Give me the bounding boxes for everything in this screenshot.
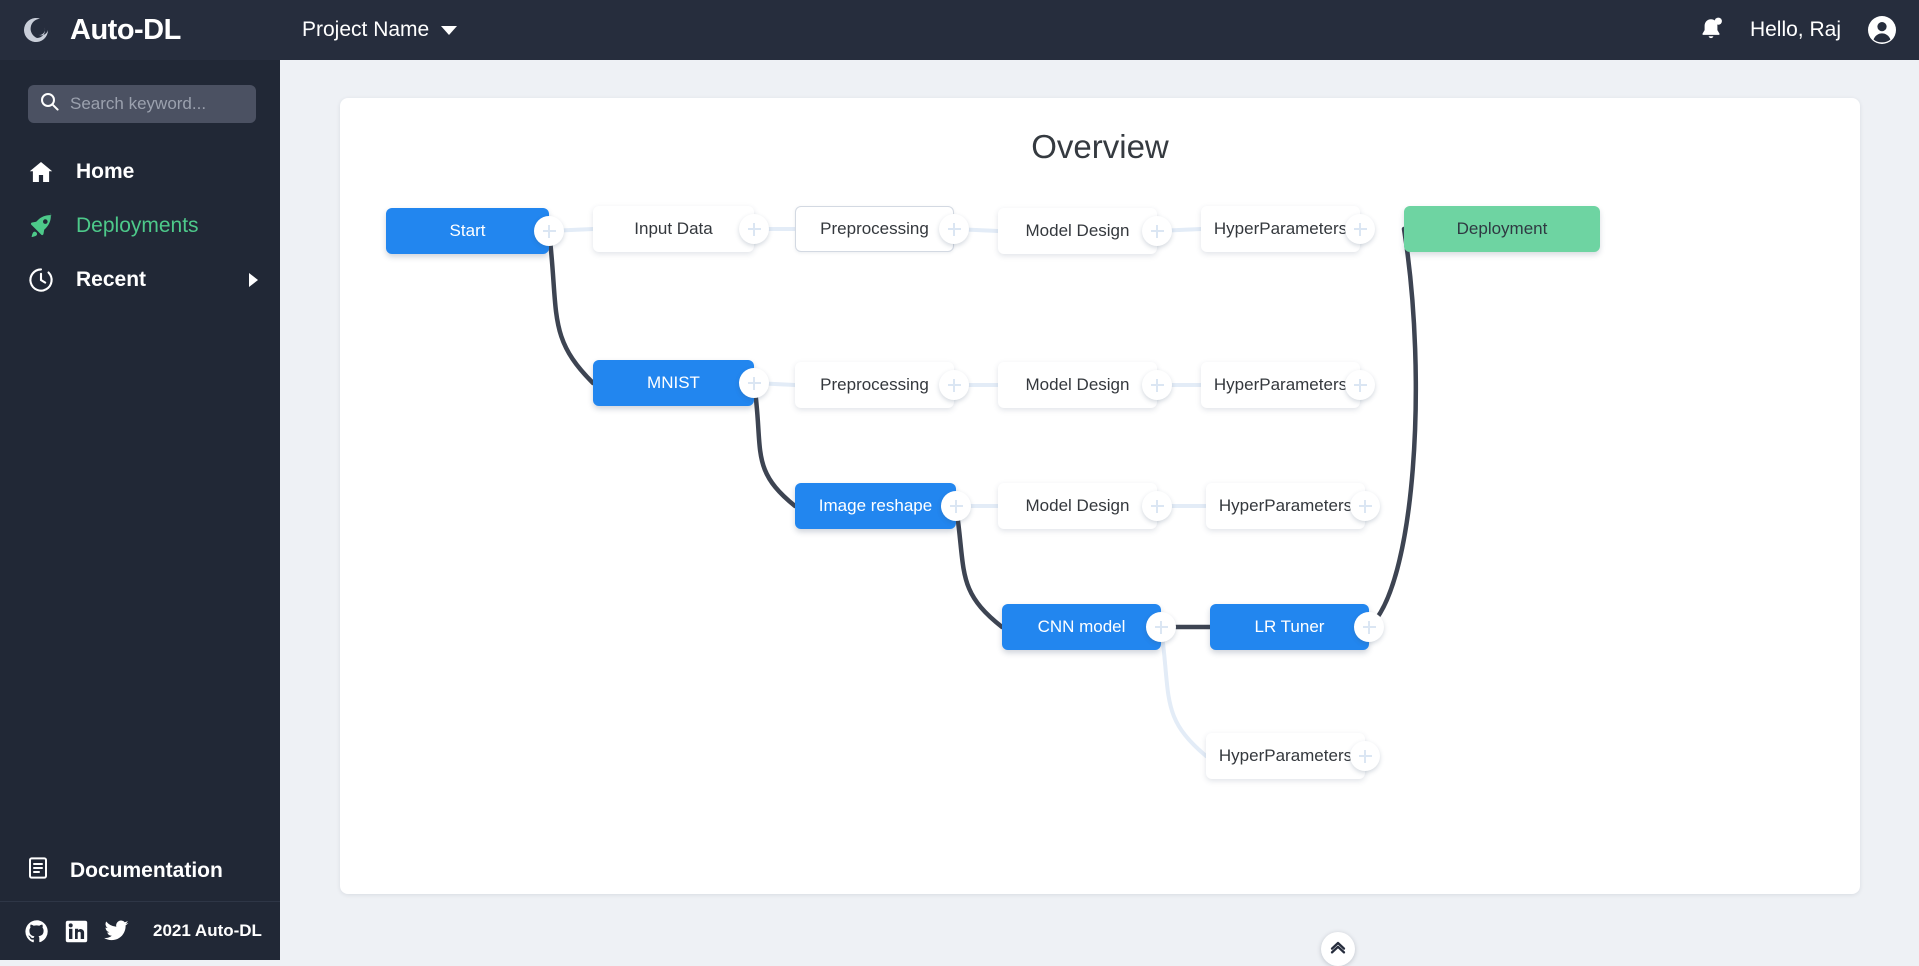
sidebar-item-label: Home <box>76 160 135 183</box>
flow-edge-cnn-to-hp4 <box>1159 625 1208 758</box>
flow-node-hp1[interactable]: HyperParameters <box>1201 206 1360 252</box>
add-node-handle-hp3[interactable] <box>1350 491 1380 521</box>
sidebar-item-label: Recent <box>76 268 147 291</box>
page-title: Overview <box>1031 128 1169 165</box>
search-box[interactable] <box>28 85 256 123</box>
flow-node-md3[interactable]: Model Design <box>998 483 1157 529</box>
sidebar-footer: Documentation 2021 Au <box>0 840 280 960</box>
notification-bell-icon[interactable] <box>1698 16 1724 44</box>
greeting-label: Hello, Raj <box>1749 18 1841 41</box>
flow-node-hp4[interactable]: HyperParameters <box>1206 733 1365 779</box>
add-node-handle-in1[interactable] <box>739 214 769 244</box>
add-node-handle-hp4[interactable] <box>1350 741 1380 771</box>
top-bar: Auto-DL Project Name Hello, Raj <box>0 0 1919 60</box>
collapse-panel-button[interactable] <box>1321 932 1355 966</box>
sidebar: Home Deployments Recent <box>0 60 280 960</box>
add-node-handle-hp1[interactable] <box>1345 214 1375 244</box>
project-name-label: Project Name <box>302 18 430 41</box>
flow-node-label: HyperParameters <box>1213 375 1348 394</box>
sidebar-nav: Home Deployments Recent <box>0 145 280 307</box>
home-icon <box>26 159 56 185</box>
flow-edge-resh-to-cnn <box>953 503 1005 630</box>
flow-node-label: MNIST <box>647 373 700 392</box>
clock-icon <box>26 267 56 293</box>
chevron-right-icon <box>249 273 258 287</box>
rocket-icon <box>26 213 56 239</box>
double-chevron-up-icon <box>1328 937 1348 962</box>
flow-node-label: HyperParameters <box>1218 746 1353 765</box>
add-node-handle-start[interactable] <box>534 216 564 246</box>
flow-node-label: CNN model <box>1037 617 1126 636</box>
sidebar-item-home[interactable]: Home <box>0 145 280 199</box>
flow-node-start[interactable]: Start <box>386 208 549 254</box>
project-selector[interactable]: Project Name <box>302 18 458 42</box>
flow-node-hp3[interactable]: HyperParameters <box>1206 483 1365 529</box>
flow-edge-mnist-to-resh <box>751 380 798 509</box>
flow-node-label: Model Design <box>1025 496 1130 515</box>
search-input[interactable] <box>70 94 244 114</box>
topbar-actions: Hello, Raj <box>1698 15 1919 45</box>
add-node-handle-cnn[interactable] <box>1146 612 1176 642</box>
flow-node-label: Model Design <box>1025 221 1130 240</box>
sidebar-item-label: Deployments <box>76 214 199 237</box>
add-node-handle-md2[interactable] <box>1142 370 1172 400</box>
flow-node-pre1[interactable]: Preprocessing <box>795 206 954 252</box>
sidebar-item-deployments[interactable]: Deployments <box>0 199 280 253</box>
auto-dl-logo-icon <box>18 12 54 48</box>
flow-edges <box>546 226 1419 758</box>
flow-node-lr[interactable]: LR Tuner <box>1210 604 1369 650</box>
flow-node-hp2[interactable]: HyperParameters <box>1201 362 1360 408</box>
add-node-handle-hp2[interactable] <box>1345 370 1375 400</box>
flow-node-in1[interactable]: Input Data <box>593 206 754 252</box>
flow-node-label: Input Data <box>634 219 713 238</box>
sidebar-item-recent[interactable]: Recent <box>0 253 280 307</box>
flow-node-label: Model Design <box>1025 375 1130 394</box>
flow-node-label: HyperParameters <box>1218 496 1353 515</box>
chevron-down-icon <box>441 25 458 35</box>
brand-block: Auto-DL <box>0 0 280 60</box>
flow-node-resh[interactable]: Image reshape <box>795 483 956 529</box>
add-node-handle-resh[interactable] <box>941 491 971 521</box>
flow-edge-lr-to-dep <box>1366 226 1419 630</box>
search-icon <box>40 92 59 116</box>
add-node-handle-pre2[interactable] <box>939 370 969 400</box>
flow-node-pre2[interactable]: Preprocessing <box>795 362 954 408</box>
flow-node-label: Start <box>449 221 486 240</box>
flow-node-dep[interactable]: Deployment <box>1404 206 1600 252</box>
github-icon[interactable] <box>24 919 49 944</box>
document-icon <box>26 856 50 885</box>
sidebar-item-documentation[interactable]: Documentation <box>0 840 280 902</box>
add-node-handle-lr[interactable] <box>1354 612 1384 642</box>
flow-node-mnist[interactable]: MNIST <box>593 360 754 406</box>
flow-node-label: Deployment <box>1456 219 1548 238</box>
twitter-icon[interactable] <box>104 920 129 942</box>
copyright-label: 2021 Auto-DL <box>153 921 262 940</box>
social-links: 2021 Auto-DL <box>0 902 280 960</box>
add-node-handle-md3[interactable] <box>1142 491 1172 521</box>
flow-node-cnn[interactable]: CNN model <box>1002 604 1161 650</box>
flow-edge-start-to-mnist <box>546 228 596 386</box>
add-node-handle-md1[interactable] <box>1142 216 1172 246</box>
user-avatar-icon[interactable] <box>1867 15 1897 45</box>
flow-node-label: Preprocessing <box>820 219 929 238</box>
brand-title: Auto-DL <box>70 13 181 46</box>
flow-node-label: Preprocessing <box>820 375 929 394</box>
linkedin-icon[interactable] <box>65 920 88 943</box>
sidebar-item-label: Documentation <box>70 858 223 882</box>
flow-node-md1[interactable]: Model Design <box>998 208 1157 254</box>
add-node-handle-mnist[interactable] <box>739 368 769 398</box>
flow-node-md2[interactable]: Model Design <box>998 362 1157 408</box>
flow-node-label: HyperParameters <box>1213 219 1348 238</box>
flow-node-label: Image reshape <box>818 496 933 515</box>
add-node-handle-pre1[interactable] <box>939 214 969 244</box>
flow-node-label: LR Tuner <box>1254 617 1325 636</box>
